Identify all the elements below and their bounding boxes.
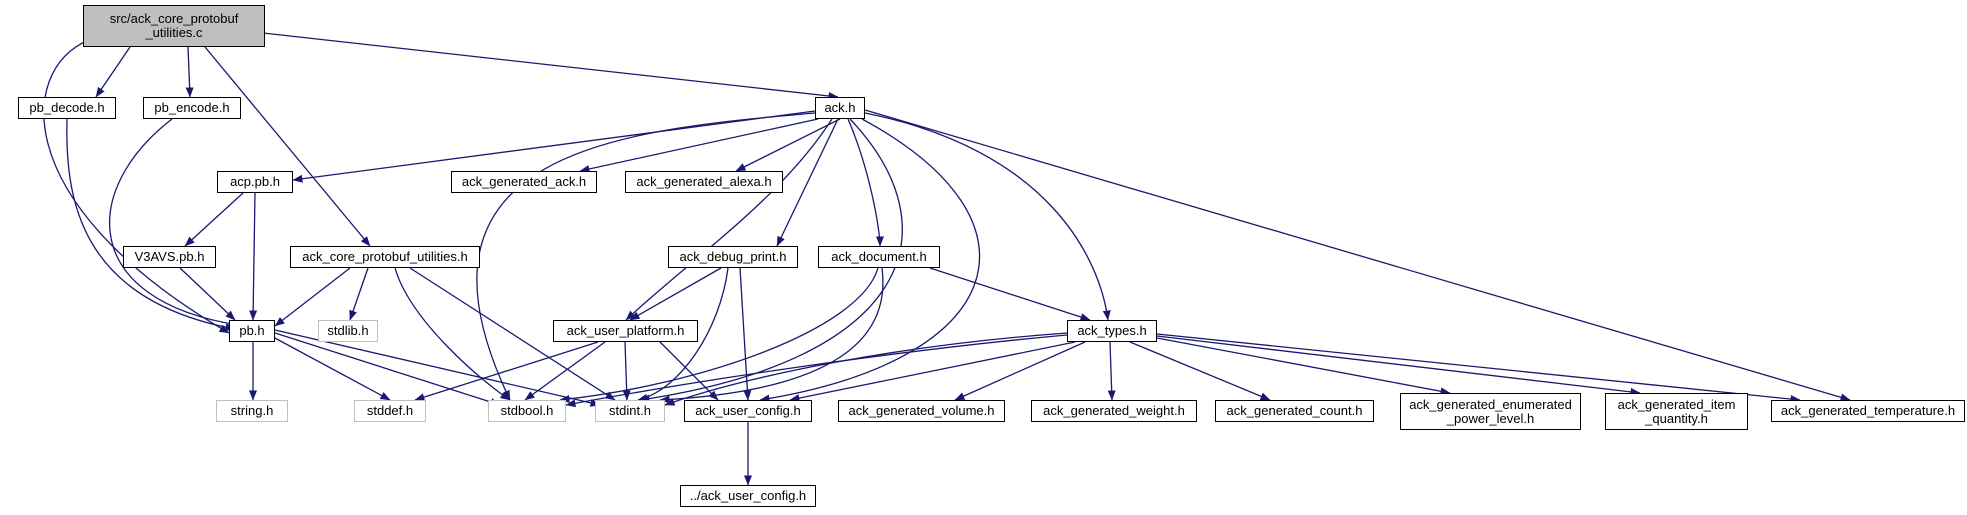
node-ack-document-h[interactable]: ack_document.h	[818, 246, 940, 268]
include-edge	[476, 112, 816, 401]
include-edge	[625, 118, 833, 321]
node-root-source-file: src/ack_core_protobuf _utilities.c	[83, 5, 265, 47]
include-edge	[262, 32, 839, 100]
include-edge	[179, 267, 236, 321]
include-edge	[1107, 341, 1116, 401]
include-edge	[1156, 333, 1801, 404]
node-ack-generated-ack-h[interactable]: ack_generated_ack.h	[451, 171, 597, 193]
node-ack-user-config-h[interactable]: ack_user_config.h	[684, 400, 812, 422]
include-edge	[579, 118, 819, 173]
include-edge	[274, 332, 501, 406]
include-edge	[847, 118, 884, 247]
include-edge	[559, 267, 879, 403]
include-edge	[274, 329, 601, 407]
include-edge	[639, 118, 903, 403]
include-edge	[622, 341, 631, 401]
node-ack-h[interactable]: ack.h	[815, 97, 865, 119]
node-ack-core-protobuf-utilities-h[interactable]: ack_core_protobuf_utilities.h	[290, 246, 480, 268]
include-edge	[1156, 335, 1641, 396]
node-acp-pb-h[interactable]: acp.pb.h	[217, 171, 293, 193]
include-edge	[776, 118, 839, 247]
node-ack-generated-alexa-h[interactable]: ack_generated_alexa.h	[625, 171, 783, 193]
node-ack-debug-print-h[interactable]: ack_debug_print.h	[668, 246, 798, 268]
include-edge	[43, 37, 230, 334]
include-edge	[184, 192, 244, 247]
node-ack-generated-temperature-h[interactable]: ack_generated_temperature.h	[1771, 400, 1965, 422]
include-edge	[95, 46, 131, 98]
include-edge	[664, 332, 1068, 406]
include-edge	[66, 118, 236, 332]
include-edge	[629, 267, 722, 321]
include-edge	[524, 341, 606, 401]
include-edge	[735, 118, 841, 172]
include-edge	[864, 109, 1851, 402]
include-edge	[565, 334, 1068, 408]
include-edge	[414, 341, 599, 401]
include-edge	[637, 267, 729, 402]
include-edge	[739, 267, 752, 401]
include-edge	[204, 46, 371, 247]
node-parent-ack-user-config-h[interactable]: ../ack_user_config.h	[680, 485, 816, 507]
node-pb-encode-h[interactable]: pb_encode.h	[143, 97, 241, 119]
include-edge	[1156, 337, 1451, 396]
node-stdint-h: stdint.h	[595, 400, 665, 422]
include-edge	[249, 192, 258, 321]
node-pb-h[interactable]: pb.h	[229, 320, 275, 342]
include-edge	[659, 267, 884, 404]
include-edge	[274, 267, 351, 327]
node-ack-generated-item-quantity-h[interactable]: ack_generated_item _quantity.h	[1605, 393, 1748, 430]
include-edge	[409, 267, 616, 401]
node-stdbool-h: stdbool.h	[488, 400, 566, 422]
node-ack-generated-weight-h[interactable]: ack_generated_weight.h	[1031, 400, 1197, 422]
node-ack-generated-count-h[interactable]: ack_generated_count.h	[1215, 400, 1374, 422]
node-ack-generated-enumerated-power-level-h[interactable]: ack_generated_enumerated _power_level.h	[1400, 393, 1581, 430]
node-string-h: string.h	[216, 400, 288, 422]
node-pb-decode-h[interactable]: pb_decode.h	[18, 97, 116, 119]
node-stddef-h: stddef.h	[354, 400, 426, 422]
include-edge	[659, 341, 719, 401]
node-ack-generated-volume-h[interactable]: ack_generated_volume.h	[838, 400, 1005, 422]
include-edge	[272, 336, 391, 401]
node-ack-user-platform-h[interactable]: ack_user_platform.h	[553, 320, 698, 342]
node-ack-types-h[interactable]: ack_types.h	[1067, 320, 1157, 342]
include-edge	[789, 341, 1076, 403]
include-edge	[929, 267, 1091, 321]
include-edge	[954, 341, 1086, 401]
include-edge	[864, 112, 1111, 321]
include-edge	[292, 110, 816, 183]
node-stdlib-h: stdlib.h	[318, 320, 378, 342]
include-edge	[109, 118, 239, 328]
node-v3avs-pb-h[interactable]: V3AVS.pb.h	[123, 246, 216, 268]
include-edge	[185, 46, 194, 98]
include-edge	[349, 267, 369, 321]
include-edge	[1129, 341, 1271, 401]
include-edge	[394, 267, 511, 401]
